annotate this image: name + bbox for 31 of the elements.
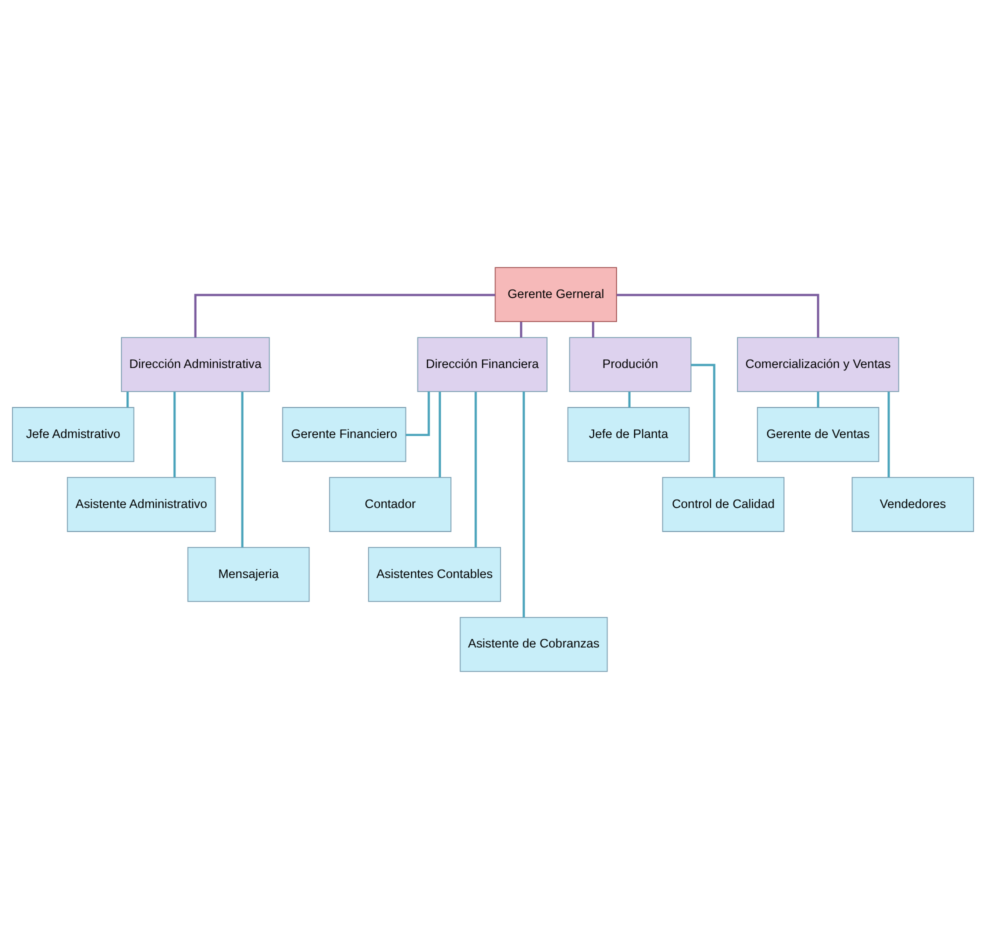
connector [691,364,716,478]
connector [888,392,890,478]
node-box: Comercialización y Ventas [737,337,900,392]
node-box: Asistentes Contables [368,547,501,602]
node-box: Jefe de Planta [567,407,690,462]
connector [474,392,477,548]
node-box: Dirección Administrativa [120,337,270,392]
node-box: Dirección Financiera [417,337,548,392]
connector [241,392,244,548]
node-box: Produción [569,337,692,392]
node-box: Mensajeria [187,547,310,602]
node-box: Gerente de Ventas [756,407,880,462]
node-box: Asistente de Cobranzas [460,616,608,672]
connector [522,392,525,618]
node-box: Gerente Financiero [282,407,406,462]
node-box: Asistente Administrativo [66,477,216,532]
node-box: Vendedores [852,477,974,532]
node-box: Jefe Admistrativo [12,407,134,462]
connector [406,392,430,436]
connector [616,294,820,338]
connector [592,322,594,338]
connector [438,392,441,478]
connector [173,392,176,478]
node-box: Control de Calidad [662,477,784,532]
node-box: Contador [329,477,452,532]
node-box: Gerente Gerneral [494,267,617,322]
connector [194,294,496,338]
connector [520,322,522,338]
connector [126,392,129,408]
connector [816,392,820,408]
connector [628,392,631,408]
